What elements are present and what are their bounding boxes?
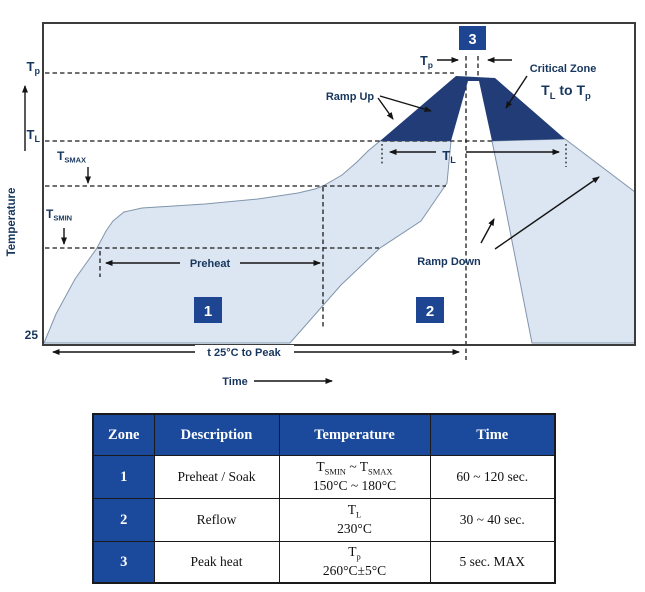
plot-border (42, 22, 636, 346)
zone-3-badge: 3 (459, 26, 486, 50)
table-header-row: Zone Description Temperature Time (92, 413, 556, 456)
zone-spec-table-wrapper: Zone Description Temperature Time 1 Preh… (92, 413, 556, 584)
temperature-symbol: TSMIN ~ TSMAX (316, 459, 393, 478)
critical-zone-pointer-arrow (505, 75, 528, 109)
header-description: Description (153, 413, 280, 456)
cell-zone: 1 (92, 455, 155, 499)
temperature-value: 230°C (337, 520, 372, 536)
tp-tick-label: Tp (27, 59, 41, 76)
tsmax-label: TSMAX (57, 149, 86, 165)
tl-width-markers (381, 144, 567, 167)
time-axis-label: Time (222, 376, 247, 388)
zone-2-badge: 2 (416, 297, 444, 323)
zone-1-badge-label: 1 (204, 303, 212, 320)
zone-3-badge-label: 3 (468, 32, 476, 48)
temperature-value: 150°C ~ 180°C (312, 477, 397, 493)
cell-temperature: TSMIN ~ TSMAX 150°C ~ 180°C (278, 455, 431, 499)
table-row: 3 Peak heat Tp 260°C±5°C 5 sec. MAX (92, 541, 556, 584)
preheat-label-bg (180, 256, 240, 270)
temperature-symbol: Tp (348, 544, 361, 563)
t25-to-peak-label: t 25°C to Peak (207, 347, 281, 359)
header-temperature: Temperature (278, 413, 431, 456)
cell-time: 5 sec. MAX (429, 541, 556, 584)
cell-zone: 2 (92, 498, 155, 542)
cell-time: 30 ~ 40 sec. (429, 498, 556, 542)
cell-zone: 3 (92, 541, 155, 584)
tp-width-label: Tp (420, 54, 433, 70)
ramp-up-arrow-1 (377, 97, 394, 120)
cell-time: 60 ~ 120 sec. (429, 455, 556, 499)
zone-2-badge-label: 2 (426, 303, 434, 320)
table-row: 2 Reflow TL 230°C 30 ~ 40 sec. (92, 498, 556, 542)
ramp-up-arrow-2 (379, 95, 432, 113)
tl-width-label: TL (442, 148, 456, 165)
ramp-down-arrow-1 (480, 218, 495, 244)
cell-description: Reflow (153, 498, 280, 542)
header-zone: Zone (92, 413, 155, 456)
temperature-symbol: TL (347, 502, 362, 521)
cell-temperature: TL 230°C (278, 498, 431, 542)
ramp-down-arrow-2 (494, 176, 600, 250)
ramp-up-label: Ramp Up (326, 91, 375, 103)
zone-spec-table: Zone Description Temperature Time 1 Preh… (92, 413, 556, 584)
table-row: 1 Preheat / Soak TSMIN ~ TSMAX 150°C ~ 1… (92, 455, 556, 499)
ramp-down-label: Ramp Down (417, 256, 481, 268)
temperature-profile-plot: Temperature Tp TL 25 TSMAX TSMIN Preheat… (6, 22, 636, 388)
critical-zone-range-label: TL to Tp (541, 82, 591, 102)
critical-zone-label: Critical Zone (530, 63, 597, 75)
temperature-value: 260°C±5°C (322, 562, 387, 578)
tsmin-label: TSMIN (46, 207, 72, 223)
temperature-axis-label: Temperature (6, 188, 18, 257)
t25-label-bg (195, 345, 294, 359)
origin-tick-label: 25 (25, 328, 39, 342)
preheat-label: Preheat (190, 258, 231, 270)
tl-tick-label: TL (27, 127, 41, 144)
preheat-band-area (43, 140, 452, 344)
cooldown-band-area (491, 138, 636, 344)
cell-description: Peak heat (153, 541, 280, 584)
cell-temperature: Tp 260°C±5°C (278, 541, 431, 584)
reference-dashed-lines (45, 56, 492, 360)
zone-1-badge: 1 (194, 297, 222, 323)
header-time: Time (429, 413, 556, 456)
critical-zone-area (380, 76, 565, 141)
cell-description: Preheat / Soak (153, 455, 280, 499)
